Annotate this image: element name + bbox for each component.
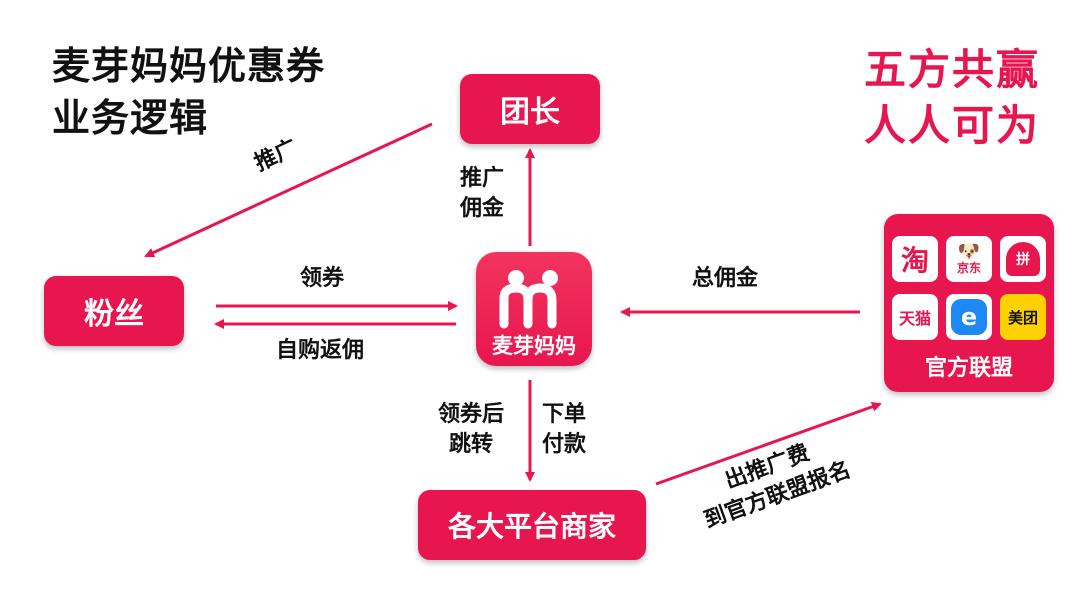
edge-label-app-to-fans-text: 自购返佣 (276, 338, 365, 363)
node-fans: 粉丝 (44, 276, 184, 346)
diagram-title: 麦芽妈妈优惠券 业务逻辑 (52, 40, 325, 144)
edge-label-app-to-merchants-right: 下单 付款 (542, 400, 586, 460)
edge-label-app-to-leader: 推广 佣金 (460, 164, 504, 224)
node-leader: 团长 (460, 74, 600, 144)
jd-icon: 🐶 京东 (946, 236, 992, 282)
edge-label-app-to-fans: 自购返佣 (276, 336, 364, 366)
arrow-merchants-to-alliance (655, 401, 882, 486)
edge-label-fans-to-app-text: 领券 (300, 266, 345, 291)
title-line-2: 业务逻辑 (52, 96, 209, 140)
node-fans-label: 粉丝 (84, 297, 144, 332)
meituan-label: 美团 (1007, 308, 1038, 327)
meituan-icon: 美团 (1000, 294, 1046, 340)
edge-label-app-to-leader-line1: 推广 (460, 166, 505, 191)
tmall-icon: 天猫 (892, 294, 938, 340)
taobao-icon: 淘 (892, 236, 938, 282)
pinduoduo-label: 拼 (1006, 242, 1040, 276)
node-merchants-label: 各大平台商家 (447, 510, 616, 543)
edge-label-app-to-merchants-left-line1: 领券后 (438, 402, 505, 427)
edge-label-app-to-merchants-left-line2: 跳转 (449, 432, 494, 457)
node-leader-label: 团长 (500, 95, 560, 130)
node-app: 麦芽妈妈 (476, 252, 592, 366)
node-merchants: 各大平台商家 (418, 490, 646, 560)
node-alliance-label: 官方联盟 (924, 356, 1013, 381)
slogan-line-2: 人人可为 (863, 101, 1040, 150)
edge-label-alliance-to-app: 总佣金 (692, 264, 758, 294)
slogan: 五方共赢 人人可为 (864, 42, 1040, 154)
edge-label-app-to-merchants-left: 领券后 跳转 (438, 400, 504, 460)
pinduoduo-icon: 拼 (1000, 236, 1046, 282)
edge-label-fans-to-app: 领券 (300, 264, 344, 294)
title-line-1: 麦芽妈妈优惠券 (52, 44, 326, 88)
eleme-icon: e (946, 294, 992, 340)
app-logo-icon (499, 270, 558, 329)
taobao-label: 淘 (900, 244, 929, 277)
edge-label-alliance-to-app-text: 总佣金 (692, 266, 759, 291)
edge-label-app-to-leader-line2: 佣金 (460, 196, 505, 221)
node-alliance: 淘 🐶 京东 拼 天猫 e 美团 官方联盟 (884, 214, 1054, 392)
tmall-label: 天猫 (898, 309, 931, 328)
edge-label-app-to-merchants-right-line1: 下单 (542, 402, 587, 427)
arrow-leader-to-fans (144, 122, 433, 258)
slogan-line-1: 五方共赢 (863, 45, 1040, 94)
eleme-label: e (951, 299, 987, 335)
edge-label-app-to-merchants-right-line2: 付款 (542, 432, 587, 457)
jd-label: 京东 (956, 261, 981, 275)
node-app-label: 麦芽妈妈 (492, 334, 576, 358)
